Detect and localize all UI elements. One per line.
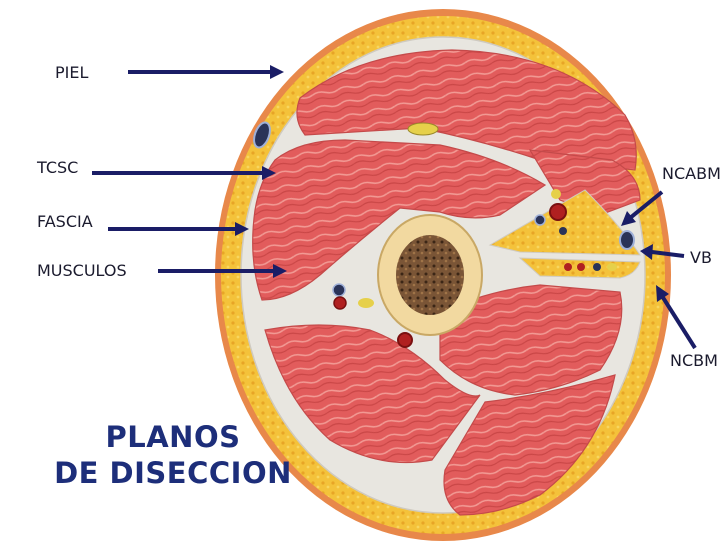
- radial-nerve: [358, 298, 374, 308]
- label-vb: VB: [690, 248, 712, 267]
- cephalic-vein: [253, 121, 271, 149]
- muscle-posterior-center: [439, 284, 623, 396]
- label-fascia: FASCIA: [37, 212, 93, 231]
- label-arrows: [92, 65, 697, 350]
- ulnar-vessel: [559, 227, 567, 235]
- radial-artery: [333, 296, 347, 310]
- label-piel: PIEL: [55, 63, 89, 82]
- arrow-ncbm: [660, 294, 697, 350]
- radial-vein: [332, 283, 346, 297]
- muscle-posterior-right: [443, 374, 616, 516]
- title-line-2: DE DISECCION: [54, 456, 292, 490]
- brachial-nerve: [551, 189, 561, 199]
- nerve-anterior: [407, 122, 439, 136]
- posterior-artery: [397, 332, 413, 348]
- basilic-vein: [619, 230, 635, 250]
- muscle-compartments: [252, 49, 641, 516]
- profunda-vessel-2: [577, 263, 585, 271]
- title-line-1: PLANOS: [105, 420, 241, 454]
- profunda-nerve: [607, 263, 617, 271]
- brachial-artery: [549, 203, 567, 221]
- vessels: [253, 121, 635, 348]
- label-ncabm: NCABM: [662, 164, 721, 183]
- arrow-vb: [651, 250, 685, 258]
- neurovascular-compartment: [488, 189, 641, 256]
- profunda-vessel-3: [593, 263, 601, 271]
- muscle-medial: [528, 149, 641, 216]
- arrow-ncabm: [628, 190, 664, 220]
- muscle-lateral: [252, 139, 547, 301]
- label-musculos: MUSCULOS: [37, 261, 127, 280]
- muscle-posterior-left: [264, 324, 481, 464]
- brachial-vein-1: [534, 214, 546, 226]
- bone-marrow: [396, 235, 464, 315]
- label-tcsc: TCSC: [37, 158, 79, 177]
- label-ncbm: NCBM: [670, 351, 718, 370]
- profunda-vessel-1: [564, 263, 572, 271]
